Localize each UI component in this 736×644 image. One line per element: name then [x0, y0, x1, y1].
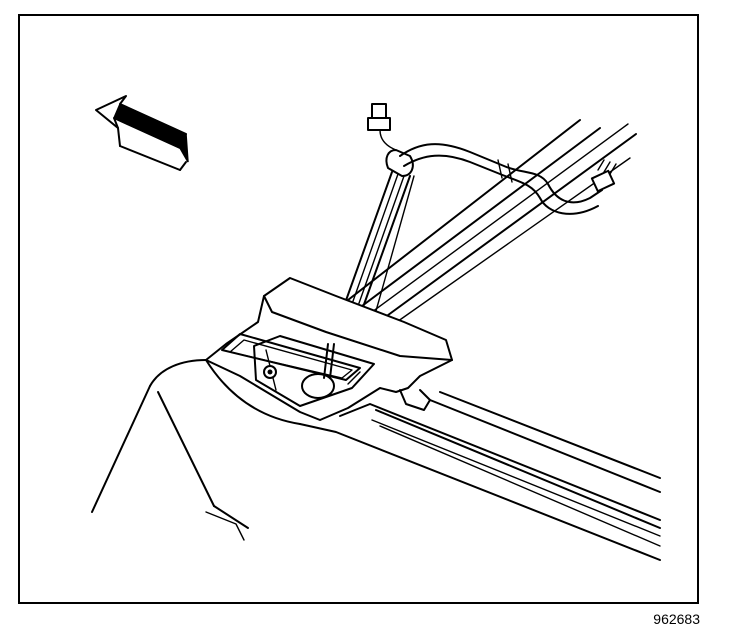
roof-rail: [347, 119, 637, 325]
wiring-harness: [335, 143, 603, 325]
figure-id: 962683: [653, 611, 700, 627]
arrow-up-left-icon: [95, 95, 189, 171]
ground-bolt-icon: [367, 103, 397, 151]
harness-connector-icon: [590, 159, 617, 193]
headliner-panel: [91, 359, 661, 561]
overhead-console: [205, 277, 453, 421]
